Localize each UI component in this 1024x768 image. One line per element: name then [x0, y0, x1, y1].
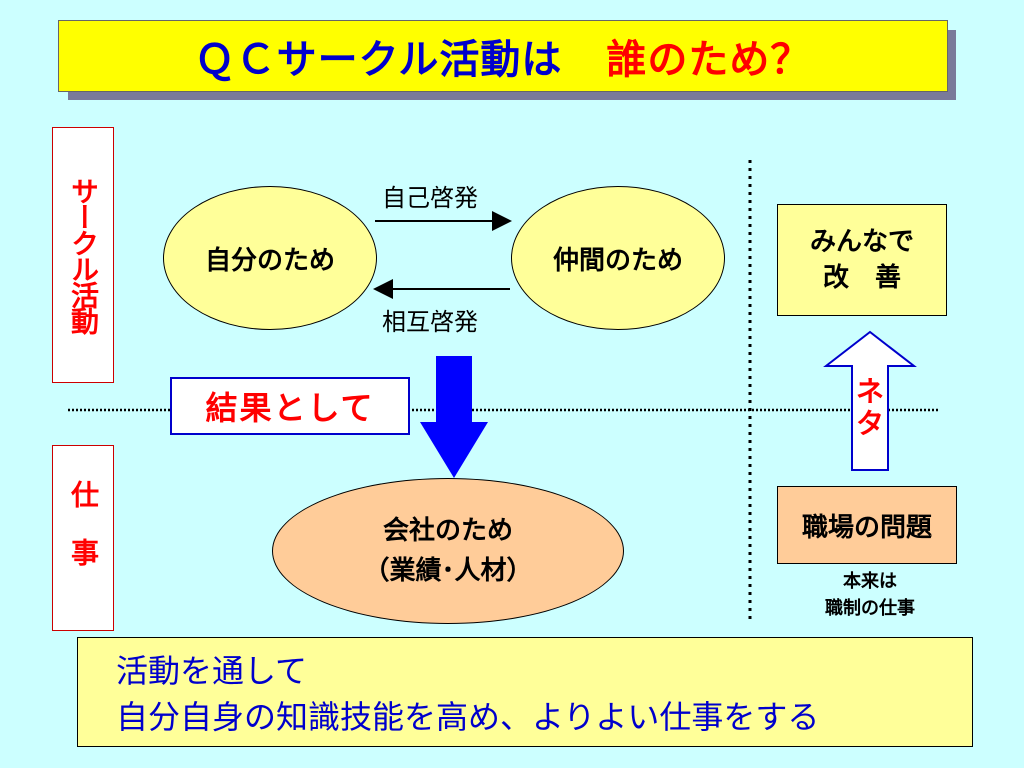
- ellipse-company: 会社のため （業績･人材）: [272, 478, 624, 624]
- conclusion-line2: 自分自身の知識技能を高め、よりよい仕事をする: [116, 698, 820, 736]
- company-line1: 会社のため: [382, 516, 513, 546]
- mutual-development-label: 相互啓発: [382, 308, 478, 336]
- note-line2: 職制の仕事: [825, 598, 915, 619]
- improve-line2: 改 善: [822, 263, 901, 293]
- result-down-arrow: [420, 356, 488, 478]
- improve-box: みんなで 改 善: [777, 204, 947, 316]
- improve-line1: みんなで: [809, 227, 914, 257]
- self-development-label: 自己啓発: [382, 184, 478, 212]
- title-main: ＱＣサークル活動は: [194, 37, 563, 83]
- work-label: 仕事: [52, 445, 114, 631]
- title-banner: ＱＣサークル活動は 誰のため？: [58, 20, 948, 92]
- company-line2: （業績･人材）: [363, 556, 533, 586]
- conclusion-line1: 活動を通して: [116, 652, 308, 690]
- circle-activity-label: サークル活動: [52, 127, 114, 383]
- note: 本来は 職制の仕事: [790, 568, 950, 622]
- note-line1: 本来は: [843, 571, 897, 592]
- conclusion-box: 活動を通して 自分自身の知識技能を高め、よりよい仕事をする: [77, 637, 973, 747]
- workplace-problem-box: 職場の問題: [777, 486, 957, 564]
- ellipse-peers: 仲間のため: [511, 186, 725, 330]
- title-highlight: 誰のため？: [606, 37, 812, 83]
- ellipse-self: 自分のため: [163, 186, 377, 330]
- neta-up-arrow: [823, 330, 917, 471]
- neta-label: ネタ: [855, 375, 884, 440]
- result-label: 結果として: [170, 377, 410, 435]
